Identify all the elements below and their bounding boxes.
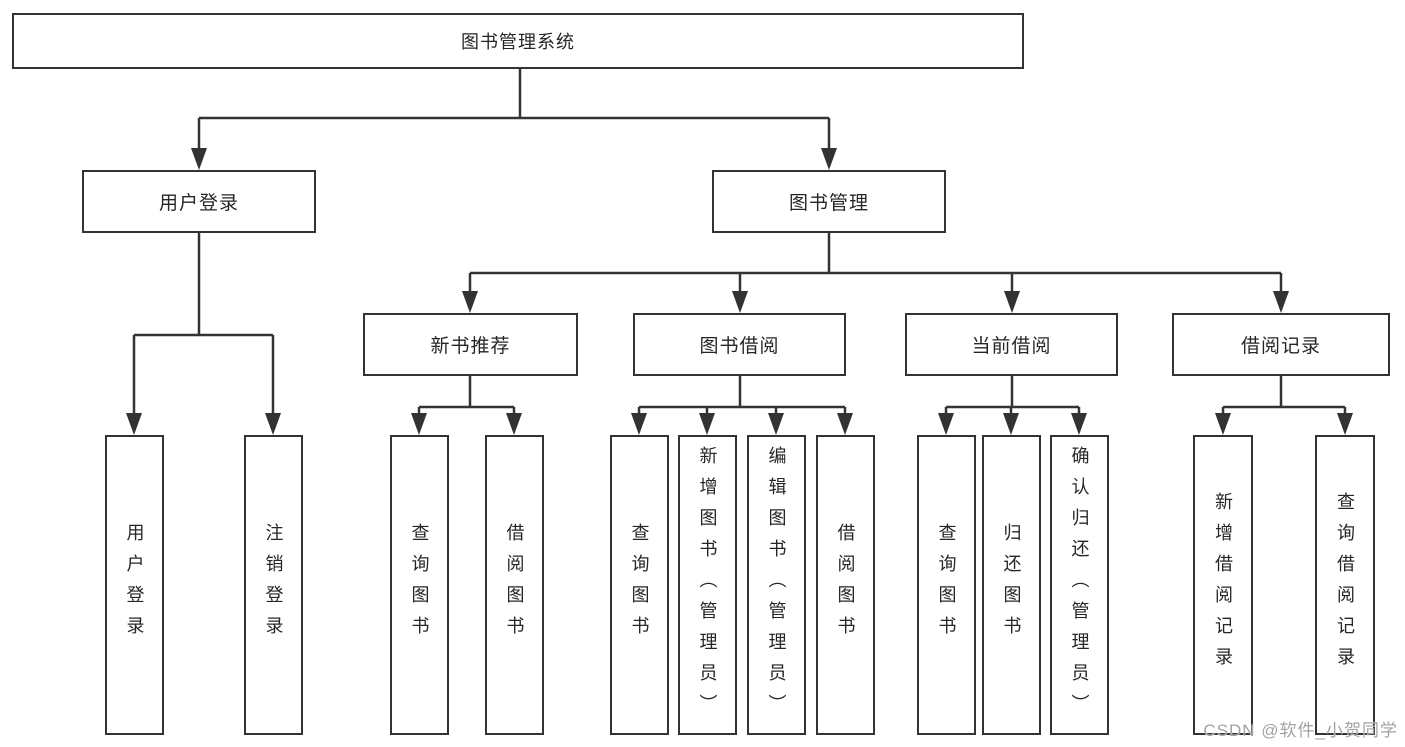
leaf-confirm-return-admin: 确认归还（管理员） — [1050, 435, 1109, 735]
leaf-query-books-current: 查询图书 — [917, 435, 976, 735]
leaf-borrow-books: 借阅图书 — [816, 435, 875, 735]
leaf-add-borrow-record: 新增借阅记录 — [1193, 435, 1253, 735]
leaf-user-login: 用户登录 — [105, 435, 164, 735]
leaf-label: 查询图书 — [409, 523, 430, 647]
connector-arrowheads — [126, 148, 1353, 435]
leaf-logout: 注销登录 — [244, 435, 303, 735]
leaf-label: 归还图书 — [1001, 523, 1022, 647]
connector-lines — [132, 69, 1347, 416]
leaf-query-borrow-record: 查询借阅记录 — [1315, 435, 1375, 735]
leaf-borrow-books-recommend: 借阅图书 — [485, 435, 544, 735]
node-current-borrowing: 当前借阅 — [905, 313, 1118, 376]
csdn-watermark: CSDN @软件_小贺同学 — [1203, 721, 1398, 740]
leaf-query-books-recommend: 查询图书 — [390, 435, 449, 735]
leaf-label: 查询图书 — [936, 523, 957, 647]
node-book-management-branch: 图书管理 — [712, 170, 946, 233]
node-borrowing-records: 借阅记录 — [1172, 313, 1390, 376]
node-user-login-branch: 用户登录 — [82, 170, 316, 233]
leaf-label: 查询借阅记录 — [1335, 492, 1355, 678]
leaf-label: 借阅图书 — [835, 523, 856, 647]
node-book-borrowing: 图书借阅 — [633, 313, 846, 376]
node-library-management-system: 图书管理系统 — [12, 13, 1024, 69]
leaf-label: 新增图书（管理员） — [697, 445, 718, 725]
leaf-query-books-borrow: 查询图书 — [610, 435, 669, 735]
leaf-edit-book-admin: 编辑图书（管理员） — [747, 435, 806, 735]
node-new-book-recommendation: 新书推荐 — [363, 313, 578, 376]
leaf-label: 用户登录 — [124, 523, 145, 647]
leaf-label: 编辑图书（管理员） — [766, 445, 787, 725]
leaf-return-book: 归还图书 — [982, 435, 1041, 735]
leaf-add-book-admin: 新增图书（管理员） — [678, 435, 737, 735]
leaf-label: 新增借阅记录 — [1213, 492, 1233, 678]
leaf-label: 注销登录 — [263, 523, 284, 647]
leaf-label: 查询图书 — [629, 523, 650, 647]
leaf-label: 确认归还（管理员） — [1069, 445, 1090, 725]
leaf-label: 借阅图书 — [504, 523, 525, 647]
